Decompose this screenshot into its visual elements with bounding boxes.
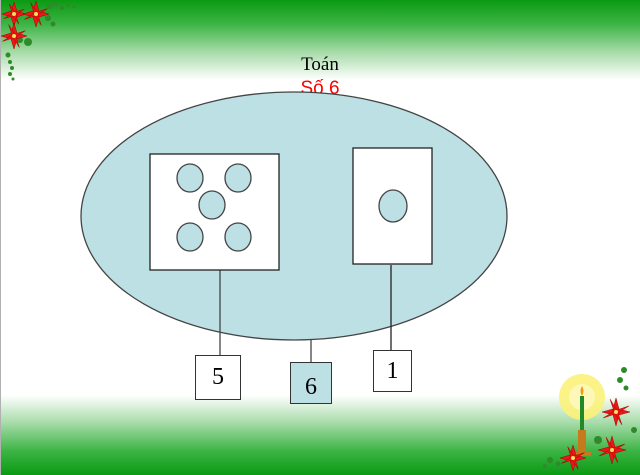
dot [176, 163, 204, 193]
candle-poinsettia-icon [543, 367, 637, 472]
dot [224, 163, 252, 193]
dot [224, 222, 252, 252]
slide-title: Toán [301, 54, 339, 75]
top-gradient-band [0, 0, 640, 80]
poinsettia-icon [0, 0, 76, 81]
group-one-dot [352, 147, 433, 265]
slide-edge [0, 0, 1, 475]
group-five-dots [149, 153, 280, 271]
dot [176, 222, 204, 252]
number-box-1: 1 [373, 350, 412, 392]
bottom-gradient-band [0, 395, 640, 475]
dot [378, 189, 408, 223]
set-ellipse [80, 91, 508, 341]
number-box-6: 6 [290, 362, 332, 404]
number-box-5: 5 [195, 355, 241, 400]
dot [198, 190, 226, 220]
